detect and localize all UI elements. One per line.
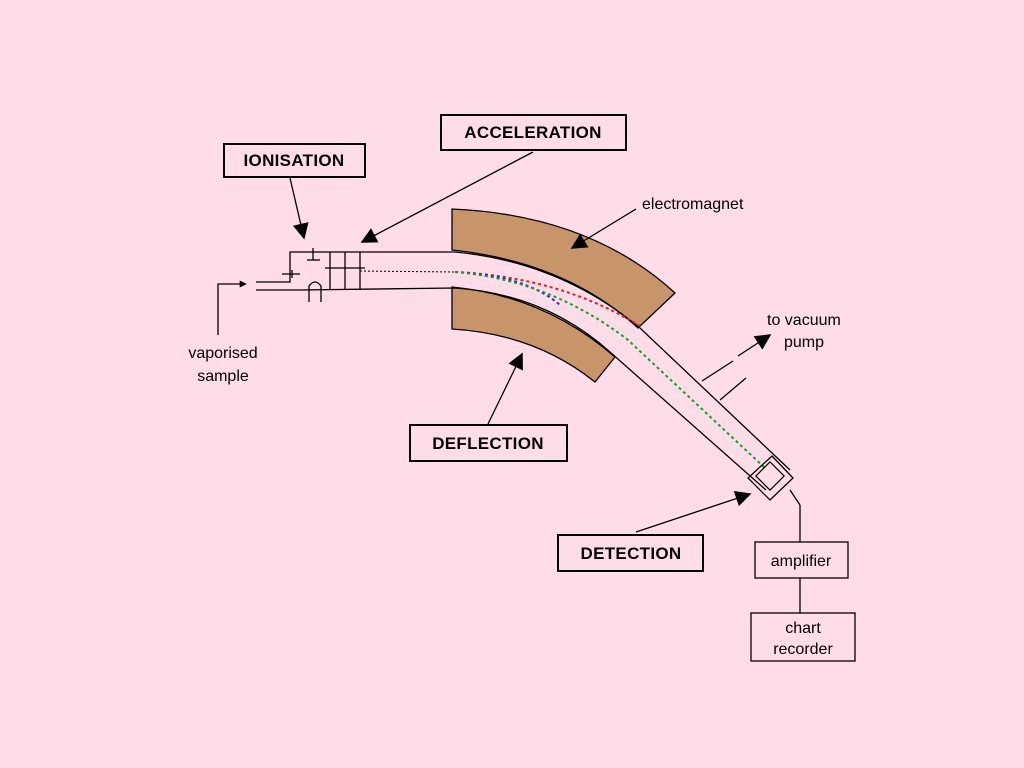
detection-label: DETECTION (581, 544, 682, 563)
ion-beams (359, 270, 766, 469)
amplifier-box: amplifier (754, 541, 849, 579)
sample-label-line2: sample (197, 368, 249, 385)
ionisation-label: IONISATION (244, 151, 345, 170)
electromagnet-lower (451, 286, 616, 383)
deflection-label: DEFLECTION (432, 434, 544, 453)
sample-label-line1: vaporised (188, 345, 257, 362)
amplifier-label: amplifier (771, 553, 832, 570)
recorder-label-line2: recorder (773, 641, 833, 658)
accelerating-plates (325, 252, 365, 290)
detector (747, 455, 801, 542)
ionisation-chamber (256, 248, 322, 302)
vacuum-label-line1: to vacuum (767, 312, 841, 329)
beam-green (454, 271, 766, 469)
detection-arrow (635, 490, 752, 533)
electromagnet-upper (451, 208, 676, 329)
ionisation-box: IONISATION (223, 143, 366, 178)
sample-inlet (217, 280, 247, 335)
vacuum-outlet (701, 334, 772, 401)
deflection-arrow (487, 352, 523, 425)
acceleration-arrow (360, 151, 534, 243)
recorder-label-line1: chart (785, 620, 821, 637)
flight-tube (299, 251, 791, 491)
electromagnet-label: electromagnet (642, 196, 744, 213)
acceleration-box: ACCELERATION (440, 114, 627, 151)
electromagnet-arrow (570, 208, 637, 249)
beam-initial (359, 270, 456, 273)
chart-recorder-box: chart recorder (750, 612, 856, 662)
acceleration-label: ACCELERATION (464, 123, 601, 142)
deflection-box: DEFLECTION (409, 424, 568, 462)
stage-arrows (289, 151, 752, 533)
detection-box: DETECTION (557, 534, 704, 572)
vacuum-label-line2: pump (784, 334, 824, 351)
ionisation-arrow (289, 177, 309, 240)
